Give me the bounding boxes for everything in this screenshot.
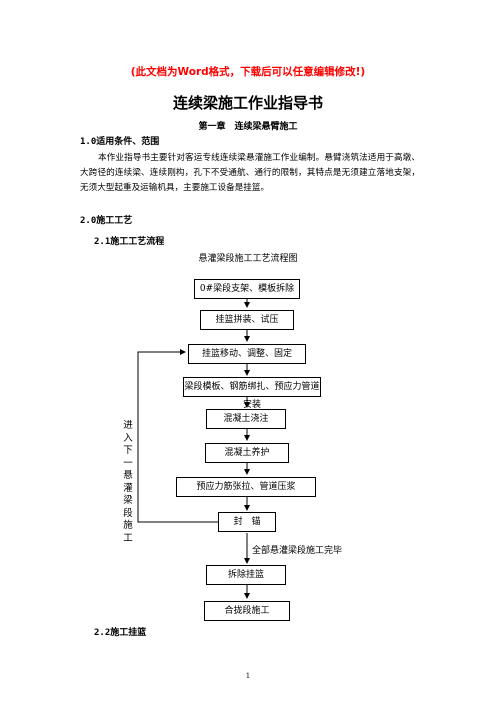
document-title: 连续梁施工作业指导书 — [172, 94, 323, 112]
section-heading-2-1: 2.1施工工艺流程 — [94, 237, 165, 247]
flow-step-5: 混凝土浇注 — [206, 409, 286, 429]
flow-step-6: 混凝土养护 — [205, 443, 289, 463]
section-heading-2-0: 2.0施工工艺 — [80, 216, 133, 226]
section-heading-2-2: 2.2施工挂篮 — [94, 628, 147, 638]
all-segments-complete-label: 全部悬灌梁段施工完毕 — [252, 546, 343, 556]
flow-step-3: 挂篮移动、调整、固定 — [188, 344, 306, 364]
flow-step-7: 预应力筋张拉、管道压浆 — [176, 477, 316, 497]
editable-notice: (此文档为Word格式，下载后可以任意编辑修改!) — [130, 66, 366, 78]
flow-step-4: 梁段模板、钢筋绑扎、预应力管道安装 — [183, 377, 321, 410]
loop-back-label: 进入下一悬灌梁段施工 — [123, 420, 133, 544]
flowchart-title: 悬灌梁段施工工艺流程图 — [198, 254, 298, 264]
flow-step-2: 挂篮拼装、试压 — [200, 310, 294, 330]
chapter-heading: 第一章 连续梁悬臂施工 — [198, 122, 298, 132]
section-heading-1-0: 1.0适用条件、范围 — [80, 137, 160, 147]
flow-step-10: 合拢段施工 — [204, 601, 290, 621]
flow-step-8: 封 锚 — [218, 512, 276, 532]
flow-step-9: 拆除挂篮 — [206, 565, 286, 585]
section-1-0-paragraph: 本作业指导书主要针对客运专线连续梁悬灌施工作业编制。悬臂浇筑法适用于高墩、大跨径… — [80, 153, 420, 193]
flow-step-1: 0#梁段支架、模板拆除 — [194, 279, 300, 299]
page-number: 1 — [245, 672, 251, 680]
